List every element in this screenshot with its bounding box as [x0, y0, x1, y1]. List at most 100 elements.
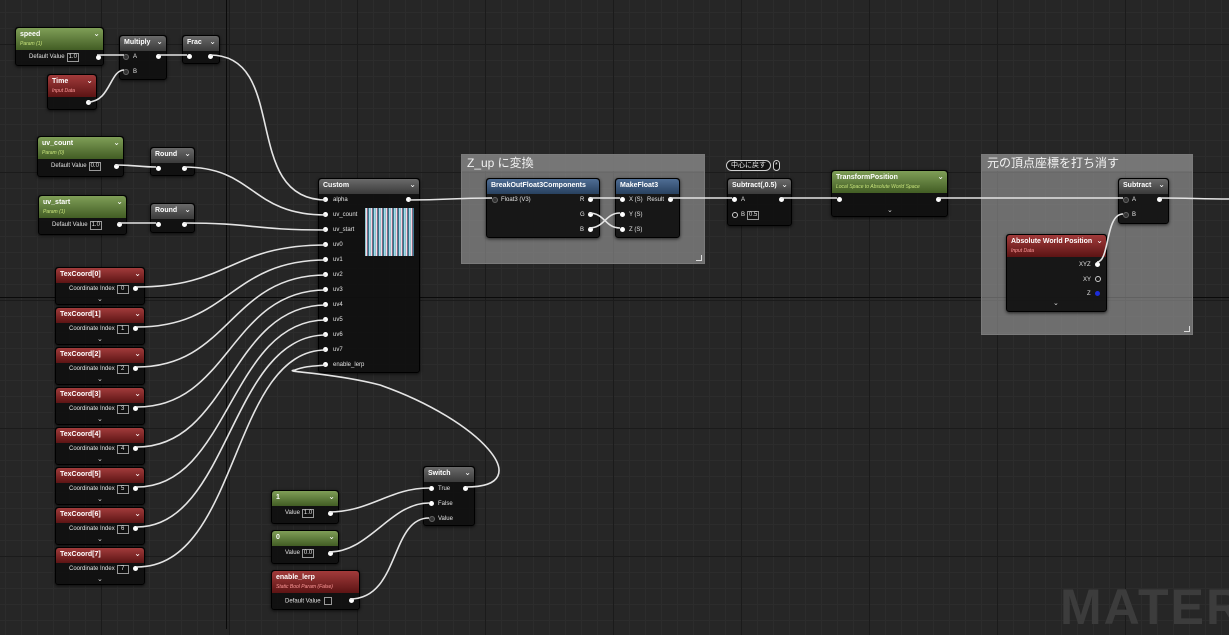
chevron-down-icon[interactable]: ⌄ — [1158, 180, 1165, 189]
input-pin-uv0[interactable] — [323, 242, 328, 247]
chevron-down-icon[interactable]: ⌄ — [887, 207, 893, 214]
node-header[interactable]: TexCoord[5]⌄ — [56, 468, 144, 483]
chevron-down-icon[interactable]: ⌄ — [97, 536, 103, 543]
input-pin-false[interactable] — [429, 501, 434, 506]
node-header[interactable]: TexCoord[3]⌄ — [56, 388, 144, 403]
value-field[interactable]: 5 — [116, 485, 129, 494]
node-header[interactable]: Subtract(,0.5)⌄ — [728, 179, 791, 194]
output-pin[interactable] — [86, 100, 91, 105]
node-breakout-float3[interactable]: BreakOutFloat3Components Float3 (V3) R G… — [486, 178, 600, 238]
node-header[interactable]: Multiply⌄ — [120, 36, 166, 51]
chevron-down-icon[interactable]: ⌄ — [937, 172, 944, 181]
input-pin-uv-start[interactable] — [323, 227, 328, 232]
node-header[interactable]: Switch⌄ — [424, 467, 474, 482]
output-pin[interactable] — [133, 366, 138, 371]
value-field[interactable]: 1.0 — [89, 221, 102, 230]
default-value-checkbox[interactable] — [323, 597, 332, 605]
value-field[interactable]: 4 — [116, 445, 129, 454]
input-pin-true[interactable] — [429, 486, 434, 491]
value-field[interactable]: 0 — [116, 285, 129, 294]
node-header[interactable]: TexCoord[6]⌄ — [56, 508, 144, 523]
comment-title[interactable]: 元の頂点座標を打ち消す — [982, 155, 1192, 171]
chevron-down-icon[interactable]: ⌄ — [93, 29, 100, 38]
value-field[interactable]: 0.5 — [747, 211, 760, 220]
chevron-down-icon[interactable]: ⌄ — [134, 269, 141, 278]
input-pin-uv4[interactable] — [323, 302, 328, 307]
node-header[interactable]: Frac⌄ — [183, 36, 219, 51]
node-header[interactable]: MakeFloat3 — [616, 179, 679, 194]
chevron-down-icon[interactable]: ⌄ — [134, 309, 141, 318]
value-field[interactable]: 7 — [116, 565, 129, 574]
node-subtract[interactable]: Subtract⌄ A B — [1118, 178, 1169, 224]
output-pin[interactable] — [114, 164, 119, 169]
node-header[interactable]: Round⌄ — [151, 148, 194, 163]
node-header[interactable]: 1⌄ — [272, 491, 338, 506]
chevron-down-icon[interactable]: ⌄ — [113, 138, 120, 147]
chevron-down-icon[interactable]: ⌄ — [464, 468, 471, 477]
value-field[interactable]: 2 — [116, 365, 129, 374]
output-pin[interactable] — [349, 598, 354, 603]
output-pin-xyz[interactable] — [1095, 262, 1100, 267]
output-pin[interactable] — [779, 197, 784, 202]
input-pin-uv6[interactable] — [323, 332, 328, 337]
input-pin[interactable] — [187, 54, 192, 59]
output-pin[interactable] — [668, 197, 673, 202]
input-pin-b[interactable] — [1123, 212, 1129, 218]
chevron-down-icon[interactable]: ⌄ — [328, 532, 335, 541]
node-round-count[interactable]: Round⌄ — [150, 147, 195, 176]
chevron-down-icon[interactable]: ⌄ — [134, 549, 141, 558]
resize-grip-icon[interactable] — [1184, 326, 1190, 332]
value-field[interactable]: 0.0 — [301, 549, 315, 558]
node-header[interactable]: Subtract⌄ — [1119, 179, 1168, 194]
input-pin-x[interactable] — [620, 197, 625, 202]
chevron-down-icon[interactable]: ⌄ — [209, 37, 216, 46]
chevron-down-icon[interactable]: ⌄ — [97, 576, 103, 583]
input-pin-value[interactable] — [429, 516, 435, 522]
chevron-down-icon[interactable]: ⌄ — [409, 180, 416, 189]
output-pin[interactable] — [133, 566, 138, 571]
output-pin[interactable] — [133, 286, 138, 291]
comment-title[interactable]: Z_up に変換 — [462, 155, 704, 171]
input-pin-a[interactable] — [732, 197, 737, 202]
value-field[interactable]: 0.0 — [88, 162, 101, 171]
chevron-down-icon[interactable]: ⌄ — [97, 336, 103, 343]
chevron-down-icon[interactable]: ⌄ — [1053, 300, 1059, 307]
node-header[interactable]: TexCoord[0]⌄ — [56, 268, 144, 283]
input-pin[interactable] — [837, 197, 842, 202]
chevron-down-icon[interactable]: ⌄ — [86, 76, 93, 85]
input-pin[interactable] — [156, 166, 161, 171]
output-pin[interactable] — [117, 222, 122, 227]
output-pin-r[interactable] — [588, 197, 593, 202]
chevron-down-icon[interactable]: ⌄ — [134, 389, 141, 398]
input-pin-uv7[interactable] — [323, 347, 328, 352]
input-pin-float3[interactable] — [492, 197, 498, 203]
chevron-down-icon[interactable]: ⌄ — [116, 197, 123, 206]
chevron-down-icon[interactable]: ⌄ — [156, 37, 163, 46]
output-pin-z[interactable] — [1095, 291, 1100, 296]
output-pin[interactable] — [156, 54, 161, 59]
output-pin[interactable] — [182, 166, 187, 171]
output-pin[interactable] — [133, 326, 138, 331]
chevron-down-icon[interactable]: ⌄ — [781, 180, 788, 189]
input-pin-b[interactable] — [732, 212, 738, 218]
node-round-start[interactable]: Round⌄ — [150, 203, 195, 233]
